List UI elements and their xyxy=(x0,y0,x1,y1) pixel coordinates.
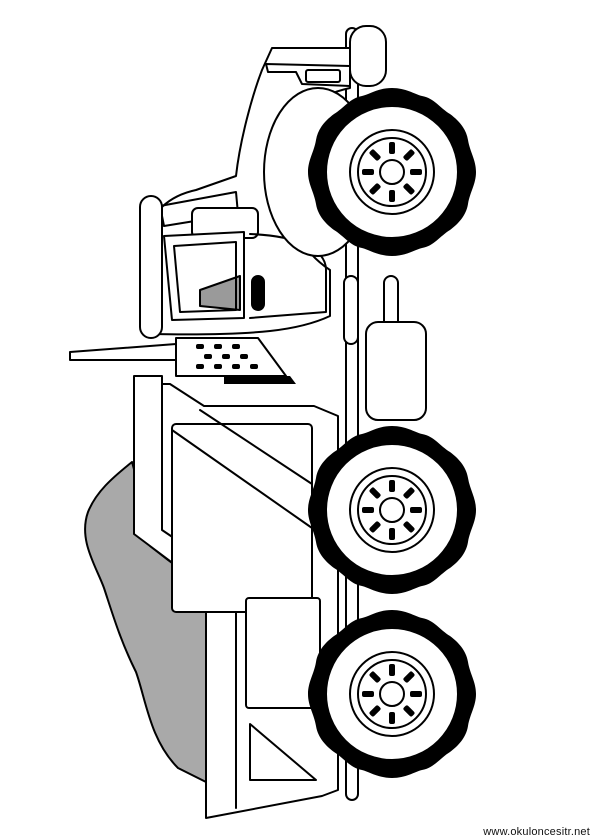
cab-window-tint xyxy=(199,275,241,311)
fuel-tank xyxy=(365,321,427,421)
rim-spokes xyxy=(362,480,422,540)
deck-shadow xyxy=(224,376,296,384)
axle-connector-1 xyxy=(343,275,359,345)
wheel-front xyxy=(308,88,476,256)
rim-inner xyxy=(357,659,427,729)
bed-panel-upper-diagonal xyxy=(199,409,313,485)
bed-panel-upper xyxy=(171,423,313,613)
deck-vents xyxy=(196,344,258,369)
rim-spokes xyxy=(362,664,422,724)
rim-inner xyxy=(357,137,427,207)
bed-panel-upper-diagonal-2 xyxy=(171,429,313,529)
hub-cap xyxy=(379,159,405,185)
door-handle xyxy=(251,275,265,311)
front-bumper xyxy=(349,25,387,87)
roof-light xyxy=(305,69,341,83)
rim-inner xyxy=(357,475,427,545)
wheel-rear xyxy=(308,610,476,778)
bed-panel-lower-diagonal xyxy=(249,723,317,781)
chassis-deck xyxy=(175,337,287,377)
hub-cap xyxy=(379,497,405,523)
cab-window-glass xyxy=(173,241,237,313)
wheel-middle xyxy=(308,426,476,594)
site-watermark: www.okuloncesitr.net xyxy=(483,826,590,838)
rim-spokes xyxy=(362,142,422,202)
lift-arm xyxy=(69,343,177,361)
hub-cap xyxy=(379,681,405,707)
side-mirror xyxy=(139,195,163,339)
